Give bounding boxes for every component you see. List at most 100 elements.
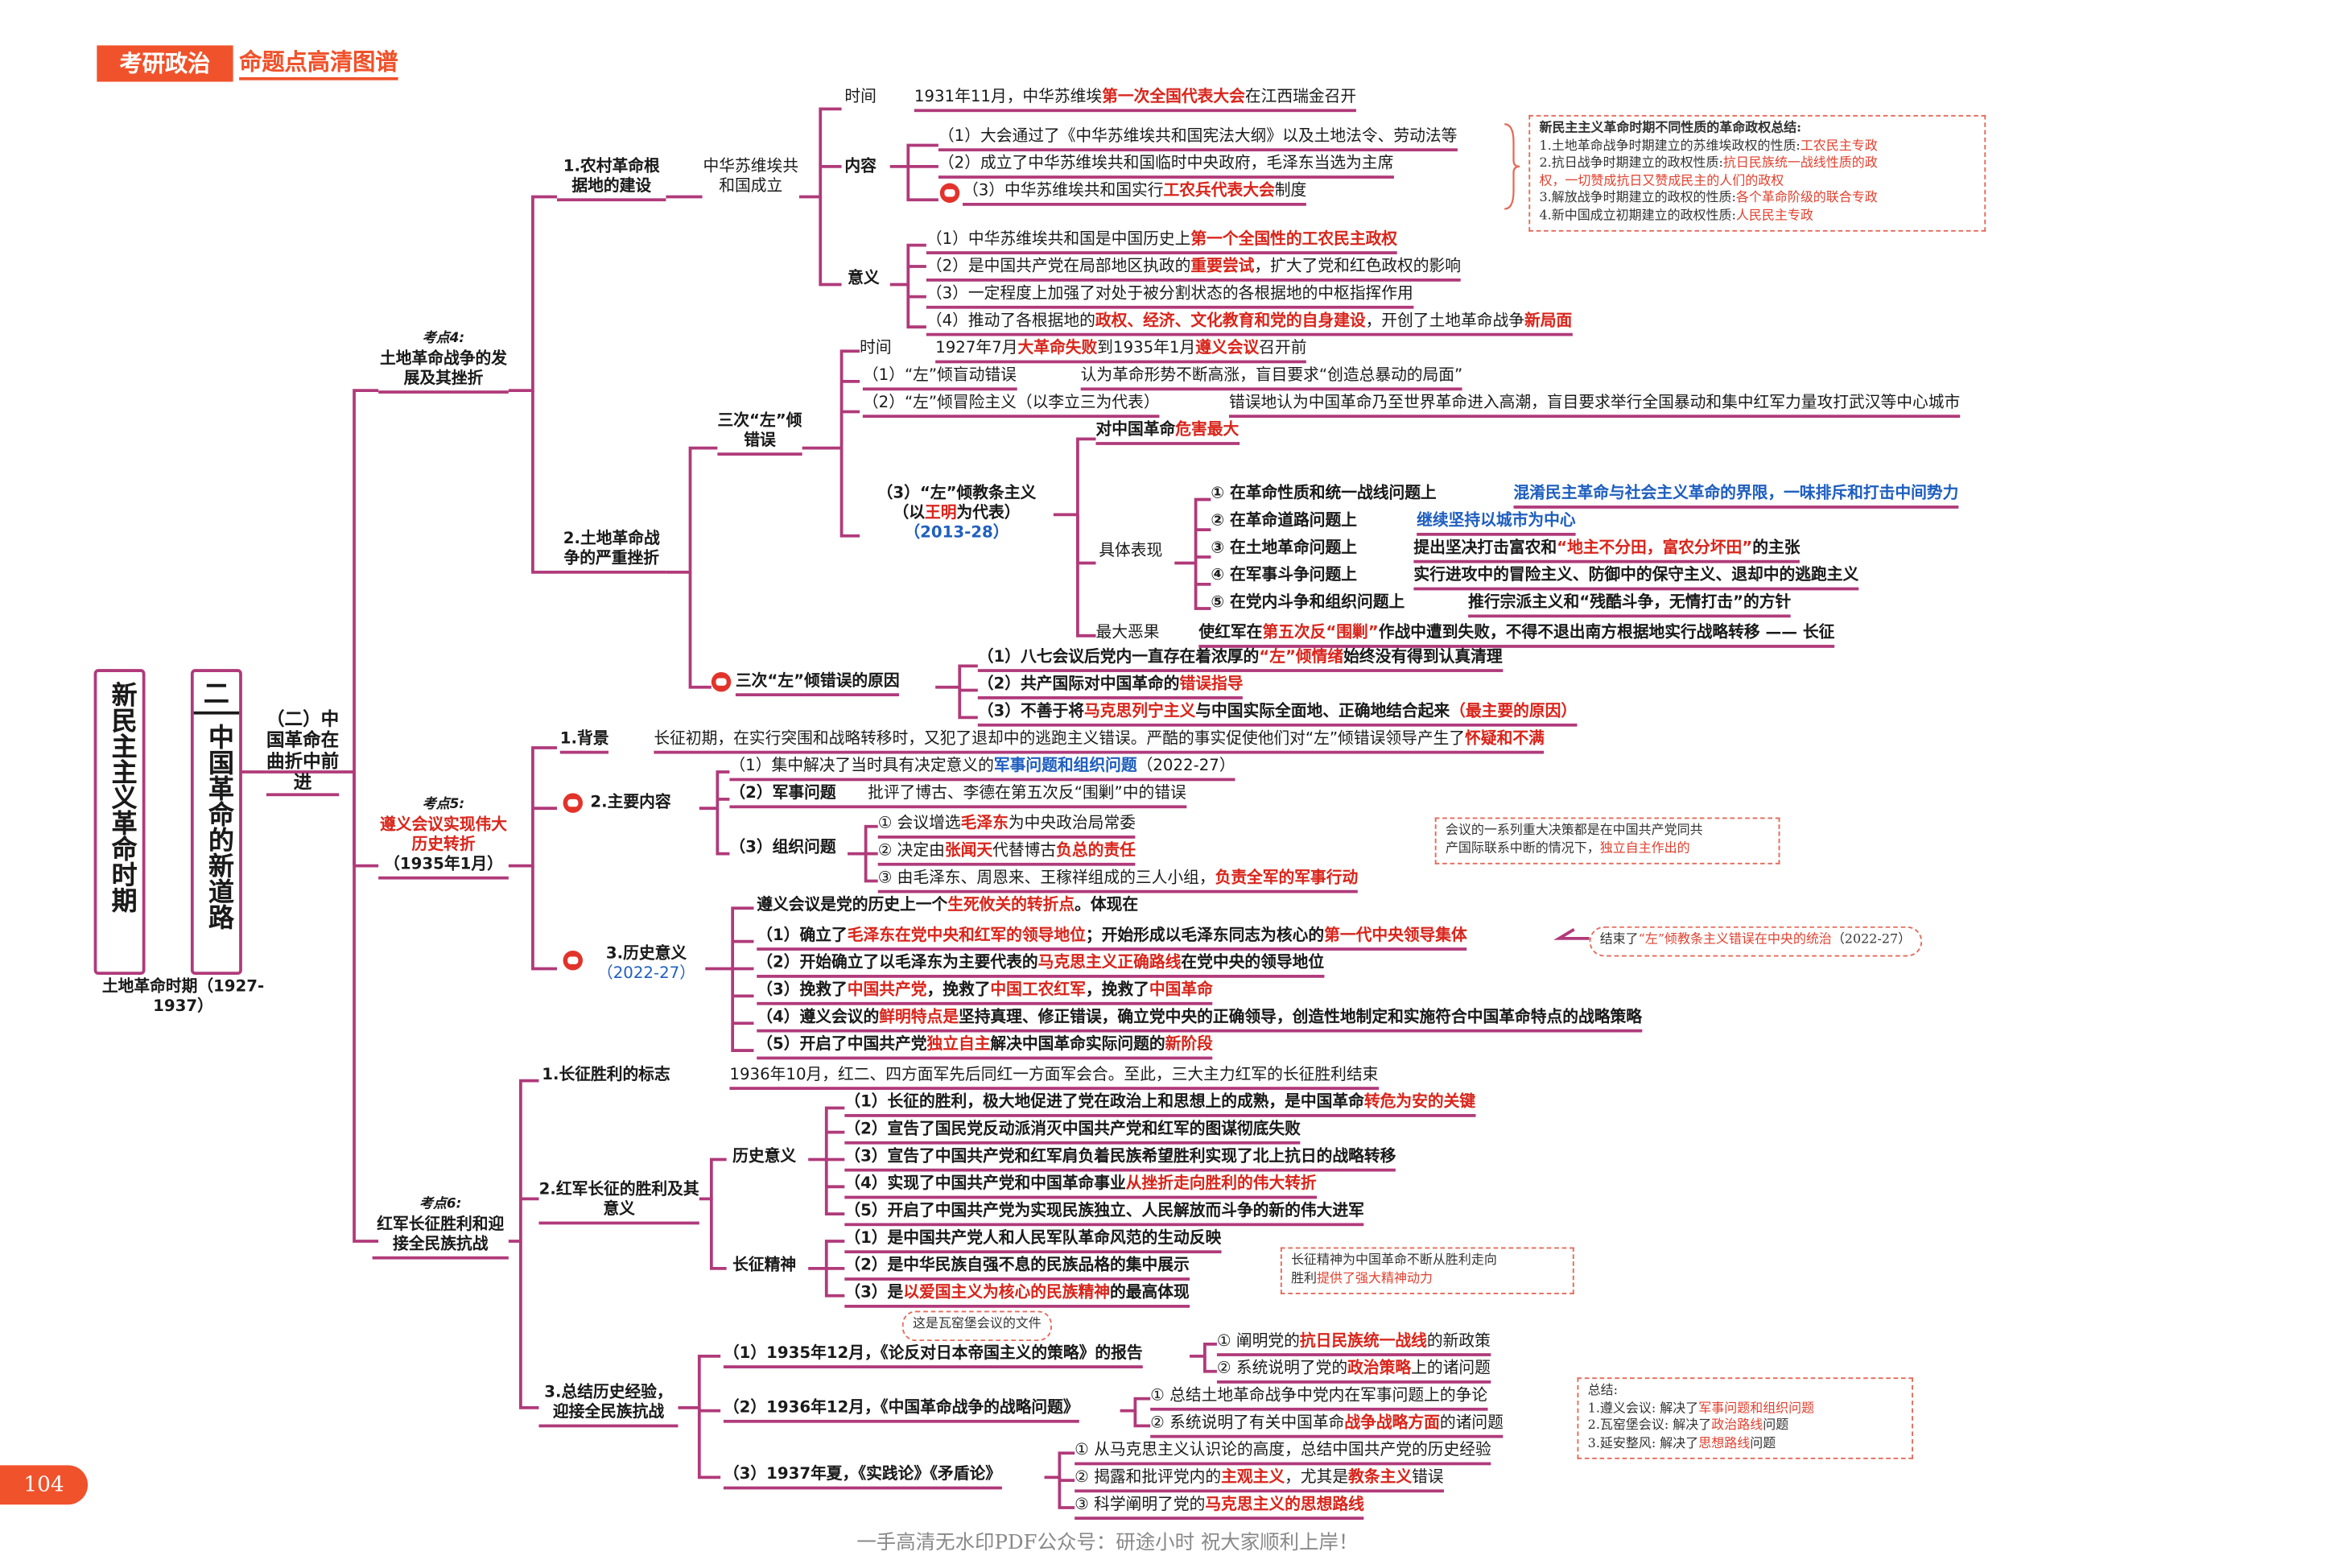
highlight-text: 军事问题和组织问题 bbox=[1698, 1401, 1815, 1417]
text-segment: 使红军在 bbox=[1198, 623, 1263, 642]
note-line: 4.新中国成立初期建立的政权性质:人民民主专政 bbox=[1539, 208, 1975, 226]
exam-year: （2013-28） bbox=[904, 523, 1009, 543]
history-meaning-item: （5）开启了中国共产党为实现民族独立、人民解放而斗争的新的伟大进军 bbox=[844, 1202, 1364, 1227]
highlight-text: 人民民主专政 bbox=[1735, 208, 1813, 224]
note-line: 1.遵义会议: 解决了军事问题和组织问题 bbox=[1588, 1401, 1903, 1418]
end-left-note: 结束了“左”倾教条主义错误在中央的统治（2022-27） bbox=[1589, 926, 1922, 956]
significance-item: （1）确立了毛泽东在党中央和红军的领导地位；开始形成以毛泽东同志为核心的第一代中… bbox=[757, 926, 1467, 951]
text-segment: （4）遵义会议的 bbox=[757, 1008, 880, 1026]
significance-item: （2）开始确立了以毛泽东为主要代表的马克思主义正确路线在党中央的领导地位 bbox=[757, 954, 1325, 978]
setback-title: 2.土地革命战争的严重挫折 bbox=[557, 530, 666, 574]
chapter-number: 二 bbox=[193, 680, 240, 714]
highlight-text: 主观主义 bbox=[1221, 1468, 1285, 1487]
lm-symbol: 1936年10月，红二、四方面军先后同红一方面军会合。至此，三大主力红军的长征胜… bbox=[729, 1066, 1379, 1090]
highlight-text: 各个革命阶级的联合专政 bbox=[1735, 190, 1878, 206]
s2: （2）1936年12月，《中国革命战争的战略问题》 bbox=[723, 1399, 1079, 1423]
header-subtitle: 命题点高清图谱 bbox=[239, 48, 398, 80]
cause-item: （1）八七会议后党内一直存在着浓厚的“左”倾情绪始终没有得到认真清理 bbox=[977, 648, 1503, 672]
cause-item: （3）不善于将马克思列宁主义与中国实际全面地、正确地结合起来（最主要的原因） bbox=[977, 702, 1578, 727]
note-line: 3.解放战争时期建立的政权的性质:各个革命阶级的联合专政 bbox=[1539, 191, 1975, 208]
highlight-text: 工农兵代表大会 bbox=[1163, 181, 1275, 200]
text-segment: 坚持真理、修正错误，确立党中央的正确领导，创造性地制定和实施符合中国革命特点的战… bbox=[958, 1008, 1642, 1026]
zunyi-bg: 长征初期，在实行突围和战略转移时，又犯了退却中的逃跑主义错误。严酷的事实促使他们… bbox=[654, 729, 1545, 754]
text-segment: （1）确立了 bbox=[757, 926, 848, 945]
exam-flag-icon bbox=[711, 671, 732, 692]
s1: （1）1935年12月，《论反对日本帝国主义的策略》的报告 bbox=[723, 1344, 1143, 1368]
chapter-title: 二中国革命的新道路 bbox=[193, 680, 240, 929]
harm-text: 对中国革命危害最大 bbox=[1095, 421, 1240, 445]
highlight-text: 生死攸关的转折点 bbox=[947, 896, 1075, 914]
text-segment: （1）集中解决了当时具有决定意义的 bbox=[729, 757, 994, 775]
text-segment: 制度 bbox=[1274, 181, 1307, 200]
rural-content-item: （2）成立了中华苏维埃共和国临时中央政府，毛泽东当选为主席 bbox=[938, 155, 1394, 179]
text-segment: ；开始形成以毛泽东同志为核心的 bbox=[1085, 926, 1325, 945]
significance-item: （5）开启了中国共产党独立自主解决中国革命实际问题的新阶段 bbox=[757, 1035, 1213, 1060]
k4-node: 考点4: 土地革命战争的发展及其挫折 bbox=[378, 330, 509, 394]
text-segment: （2）“左”倾冒险主义（以李立三为代表） bbox=[862, 393, 1160, 412]
period-label: 土地革命时期（1927-1937） bbox=[101, 977, 265, 1016]
text-segment: 3.解放战争时期建立的政权的性质: bbox=[1539, 190, 1736, 206]
text-segment: 提出坚决打击富农和 bbox=[1413, 538, 1557, 558]
text-segment: 上的诸问题 bbox=[1411, 1359, 1491, 1378]
text-segment: （4）实现了中国共产党和中国革命事业 bbox=[844, 1174, 1126, 1193]
k6-title: 红军长征胜利和迎接全民族抗战 bbox=[377, 1215, 505, 1254]
text-segment: 2.瓦窑堡会议: 解决了 bbox=[1587, 1418, 1712, 1434]
note-line: 会议的一系列重大决策都是在中国共产党同共 bbox=[1445, 823, 1703, 839]
highlight-text: 新阶段 bbox=[1165, 1035, 1213, 1054]
manifest-item-desc: 混淆民主革命与社会主义革命的界限，一味排斥和打击中间势力 bbox=[1513, 485, 1959, 509]
text-segment: 的诸问题 bbox=[1439, 1413, 1504, 1432]
k4-title: 土地革命战争的发展及其挫折 bbox=[380, 349, 507, 388]
spirit-label: 长征精神 bbox=[732, 1256, 797, 1275]
three-left-label: 三次“左”倾错误 bbox=[717, 411, 802, 456]
highlight-text: 第五次反“围剿” bbox=[1262, 623, 1379, 642]
text-segment: ① 总结土地革命战争中党内在军事问题上的争论 bbox=[1150, 1386, 1488, 1405]
exam-flag-icon bbox=[563, 793, 583, 813]
highlight-text: 毛泽东在党中央和红军的领导地位 bbox=[847, 926, 1086, 945]
spirit-item: （2）是中华民族自强不息的民族品格的集中展示 bbox=[844, 1256, 1190, 1281]
org-label: （3）组织问题 bbox=[729, 838, 836, 857]
lm-victory-label: 2.红军长征的胜利及其意义 bbox=[538, 1181, 699, 1225]
chapter-box: 二中国革命的新道路 bbox=[190, 669, 242, 976]
text-segment: （2）共产国际对中国革命的 bbox=[977, 675, 1180, 694]
text-segment: 产国际联系中断的情况下， bbox=[1445, 840, 1600, 856]
summary-sub-item: ① 从马克思主义认识论的高度，总结中国共产党的历史经验 bbox=[1075, 1441, 1491, 1466]
text-segment: （2）是中国共产党在局部地区执政的 bbox=[926, 257, 1191, 276]
highlight-text: 鲜明特点是 bbox=[879, 1008, 959, 1026]
highlight-text: 权，一切赞成抗日又赞成民主的人们的政权 bbox=[1539, 173, 1784, 189]
rural-meaning-item: （3）一定程度上加强了对处于被分割状态的各根据地的中枢指挥作用 bbox=[926, 285, 1413, 309]
highlight-text: 中国工农红军 bbox=[990, 980, 1086, 1000]
text-segment: （1）是中国共产党人和人民军队革命风范的生动反映 bbox=[844, 1228, 1222, 1248]
text-segment: 。体现在 bbox=[1075, 896, 1139, 914]
text-segment: ，挽救了 bbox=[926, 980, 991, 1000]
rural-meaning-label: 意义 bbox=[848, 269, 880, 288]
text-segment: （5）开启了中国共产党 bbox=[757, 1035, 927, 1054]
text-segment: ② 在革命道路问题上 bbox=[1211, 511, 1357, 530]
highlight-text: 遵义会议 bbox=[1195, 339, 1260, 357]
zunyi-main2: （2）军事问题 批评了博古、李德在第五次反“围剿”中的错误 bbox=[729, 784, 1186, 809]
setback-time-label: 时间 bbox=[860, 339, 892, 357]
highlight-text: 政治路线 bbox=[1711, 1418, 1763, 1434]
highlight-text: 错误指导 bbox=[1179, 675, 1244, 694]
text-segment: ② 系统说明了党的 bbox=[1216, 1359, 1348, 1378]
note-line: 3.延安整风: 解决了思想路线问题 bbox=[1588, 1436, 1903, 1454]
worst-label: 最大恶果 bbox=[1095, 623, 1160, 642]
text-segment: 在江西瑞金召开 bbox=[1244, 88, 1357, 106]
significance-item: （3）挽救了中国共产党，挽救了中国工农红军，挽救了中国革命 bbox=[757, 981, 1213, 1005]
chapter-name: 中国革命的新道路 bbox=[202, 722, 233, 929]
highlight-text: （最主要的原因） bbox=[1450, 702, 1578, 721]
regime-summary-note: 新民主主义革命时期不同性质的革命政权总结:1.土地革命战争时期建立的苏维埃政权的… bbox=[1528, 114, 1986, 232]
note-line: 2.瓦窑堡会议: 解决了政治路线问题 bbox=[1588, 1418, 1903, 1436]
manifest-item-desc: 推行宗派主义和“残酷斗争，无情打击”的方针 bbox=[1468, 593, 1792, 618]
note-line: 2.抗日战争时期建立的政权性质:抗日民族统一战线性质的政 bbox=[1539, 156, 1975, 174]
text-segment: 1931年11月，中华苏维埃 bbox=[914, 88, 1103, 106]
text-segment: 问题 bbox=[1750, 1435, 1776, 1451]
text-segment: 1927年7月 bbox=[935, 339, 1018, 357]
brace-icon bbox=[1504, 123, 1520, 210]
manifest-item-label: ⑤ 在党内斗争和组织问题上 bbox=[1211, 593, 1405, 613]
text-segment: （1）中华苏维埃共和国是中国历史上 bbox=[926, 229, 1191, 249]
highlight-text: 中国革命 bbox=[1149, 980, 1213, 1000]
text-segment: （2）是中华民族自强不息的民族品格的集中展示 bbox=[844, 1256, 1190, 1275]
highlight-text: 中国共产党 bbox=[847, 980, 927, 1000]
text-segment: 长征初期，在实行突围和战略转移时，又犯了退却中的逃跑主义错误。严酷的事实促使他们… bbox=[654, 729, 1466, 748]
